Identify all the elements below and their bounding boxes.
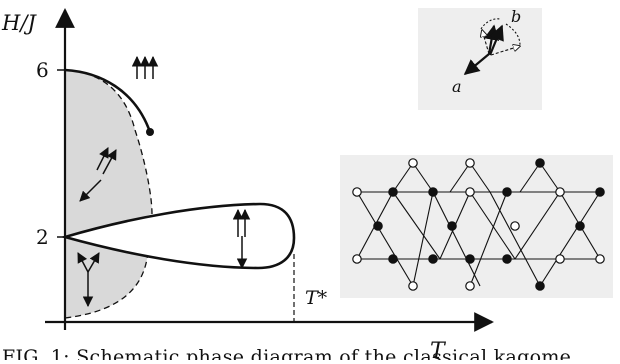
lattice-site-open <box>595 254 605 264</box>
lattice-site-filled <box>502 254 512 264</box>
first-order-line-upper <box>64 68 152 133</box>
arrows-up-up-down <box>232 208 251 270</box>
lattice-site-open <box>555 254 565 264</box>
tick-label-2: 2 <box>36 225 49 249</box>
kagome-lattice-panel <box>340 155 613 298</box>
shaded-region-upper <box>65 70 152 237</box>
uud-phase-lobe <box>60 202 296 270</box>
inset-arrow-a <box>463 53 490 75</box>
lattice-site-filled <box>388 187 398 197</box>
lattice-site-filled <box>447 221 457 231</box>
critical-point <box>146 128 154 136</box>
t-star-label: T* <box>305 287 328 309</box>
tick-label-6: 6 <box>36 58 49 82</box>
y-axis-label: H/J <box>1 11 37 35</box>
lattice-site-open <box>352 187 362 197</box>
arrows-y-state <box>77 252 100 308</box>
lattice-site-filled <box>502 187 512 197</box>
lattice-site-open <box>408 158 418 168</box>
dashed-crossover-line <box>64 69 153 319</box>
lattice-site-open <box>408 281 418 291</box>
lattice-site-filled <box>465 254 475 264</box>
inset-label-b: b <box>511 7 521 26</box>
lattice-site-filled <box>575 221 585 231</box>
arrows-canted <box>79 147 117 202</box>
lattice-site-filled <box>428 187 438 197</box>
lattice-site-open <box>510 221 520 231</box>
lattice-site-filled <box>428 254 438 264</box>
inset-arrow-up-right <box>488 24 504 56</box>
lattice-site-open <box>465 158 475 168</box>
lattice-site-filled <box>388 254 398 264</box>
inset-label-a: a <box>452 77 462 96</box>
lattice-site-filled <box>595 187 605 197</box>
lattice-site-filled <box>535 158 545 168</box>
lattice-site-open <box>465 187 475 197</box>
lattice-site-open <box>352 254 362 264</box>
x-axis-label: T <box>430 339 447 360</box>
arrows-fully-polarized <box>131 55 159 79</box>
lattice-site-open <box>465 281 475 291</box>
spin-inset: a b <box>418 7 542 110</box>
lattice-site-filled <box>535 281 545 291</box>
lattice-site-open <box>555 187 565 197</box>
lattice-site-filled <box>373 221 383 231</box>
